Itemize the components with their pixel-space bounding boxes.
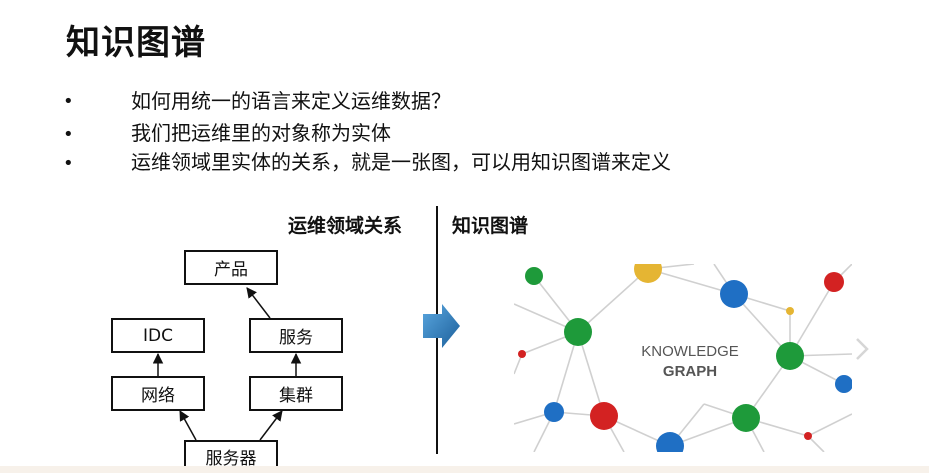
bullet-dot: • xyxy=(63,153,74,174)
bullet-text: 我们把运维里的对象称为实体 xyxy=(131,121,391,145)
bottom-strip xyxy=(0,466,929,473)
bullet-text: 如何用统一的语言来定义运维数据？ xyxy=(131,89,451,113)
graph-node xyxy=(804,432,812,440)
graph-node xyxy=(720,280,748,308)
ops-relations-label: 运维领域关系 xyxy=(288,215,403,237)
graph-title-line1: KNOWLEDGE xyxy=(641,343,739,360)
node-product: 产品 xyxy=(184,250,278,285)
graph-title-line2: GRAPH xyxy=(663,363,717,380)
node-cluster: 集群 xyxy=(249,376,343,411)
graph-node xyxy=(824,272,844,292)
graph-node xyxy=(634,264,662,283)
chevron-right-icon[interactable] xyxy=(854,337,870,361)
graph-node xyxy=(525,267,543,285)
knowledge-graph-label: 知识图谱 xyxy=(452,215,529,237)
node-idc: IDC xyxy=(111,318,205,353)
graph-node xyxy=(732,404,760,432)
node-network: 网络 xyxy=(111,376,205,411)
page-title: 知识图谱 xyxy=(66,23,206,63)
graph-node xyxy=(786,307,794,315)
graph-node xyxy=(835,375,852,393)
arrow-service-product xyxy=(246,287,271,319)
bullet-dot: • xyxy=(63,91,74,112)
knowledge-graph-image: KNOWLEDGE GRAPH xyxy=(514,264,852,452)
graph-node xyxy=(518,350,526,358)
arrow-right-icon xyxy=(423,304,460,348)
bullet-text: 运维领域里实体的关系，就是一张图，可以用知识图谱来定义 xyxy=(131,150,671,174)
arrow-server-network xyxy=(179,410,197,441)
graph-node xyxy=(656,432,684,452)
graph-node xyxy=(590,402,618,430)
arrow-server-cluster xyxy=(259,410,283,441)
graph-node xyxy=(564,318,592,346)
graph-node xyxy=(776,342,804,370)
node-service: 服务 xyxy=(249,318,343,353)
graph-node xyxy=(544,402,564,422)
bullet-dot: • xyxy=(63,124,74,145)
